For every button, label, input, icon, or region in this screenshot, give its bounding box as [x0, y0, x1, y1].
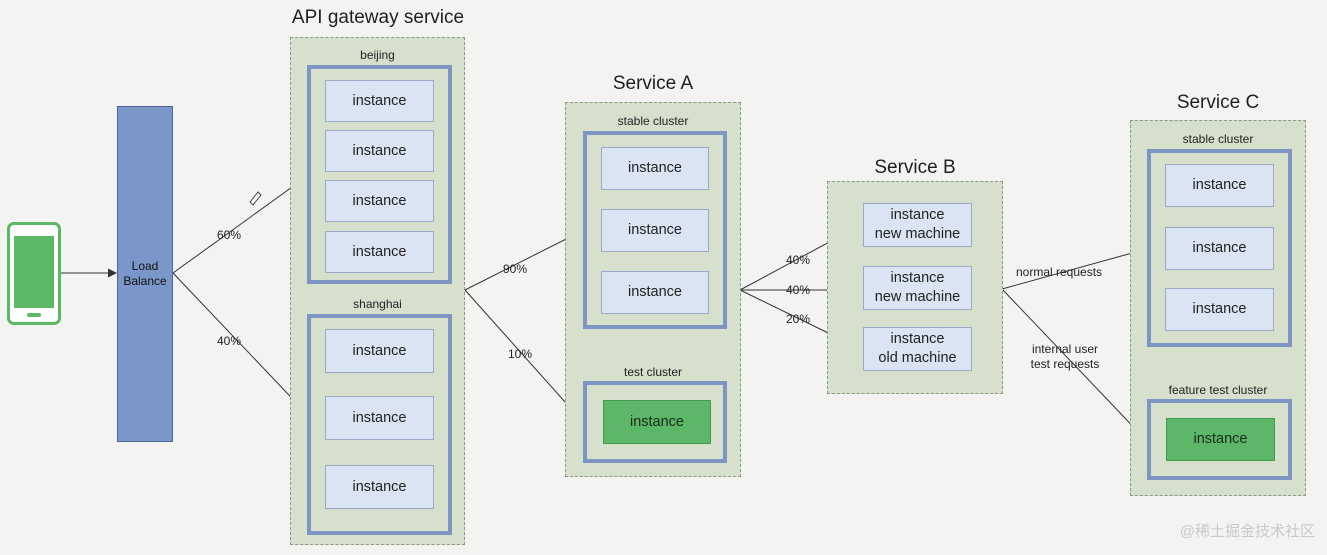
instance-box: instance [325, 130, 434, 172]
watermark: @稀土掘金技术社区 [1179, 523, 1315, 540]
instance-box: instance [601, 147, 709, 190]
instance-new-machine-box: instance new machine [863, 266, 972, 310]
edge-label-gw-a-stable: 90% [503, 262, 528, 276]
instance-line: instance [890, 207, 945, 223]
edge-label-gw-a-test: 10% [508, 347, 533, 361]
instance-box: instance [601, 271, 709, 314]
instance-box: instance [1165, 164, 1274, 207]
edge-label-a-b2: 40% [786, 283, 811, 297]
instance-box: instance [325, 180, 434, 222]
service-a-test-cluster [583, 381, 727, 463]
edge-label-lb-beijing: 60% [217, 228, 242, 242]
service-a: stable cluster instance instance instanc… [565, 102, 741, 477]
instance-box: instance [325, 231, 434, 273]
shanghai-cluster [307, 314, 452, 535]
arrow-gw-to-a-stable [464, 230, 583, 291]
instance-box: instance [1165, 227, 1274, 270]
edge-label-a-b1: 40% [786, 253, 811, 267]
service-a-title: Service A [612, 73, 694, 94]
phone-icon [7, 222, 61, 325]
edge-label-b-c-internal: internal user test requests [1030, 342, 1100, 371]
instance-box: instance [325, 329, 434, 373]
shanghai-label: shanghai [353, 297, 402, 311]
service-a-stable-cluster [583, 131, 727, 329]
instance-box: instance [1165, 288, 1274, 331]
pencil-icon [249, 191, 262, 206]
load-balancer-label: Load Balance [123, 259, 167, 288]
service-c-feature-label: feature test cluster [1168, 383, 1268, 397]
arrow-lb-to-shanghai [172, 272, 307, 414]
service-b-title: Service B [874, 157, 956, 178]
service-c-stable-cluster [1147, 149, 1292, 347]
service-c: stable cluster instance instance instanc… [1130, 120, 1306, 496]
gateway-service: beijing instance instance instance insta… [290, 37, 465, 545]
service-c-feature-cluster [1147, 399, 1292, 480]
instance-box: instance [325, 465, 434, 509]
instance-new-machine-box: instance new machine [863, 203, 972, 247]
service-b: instance new machine instance new machin… [827, 181, 1003, 394]
gateway-title: API gateway service [291, 7, 465, 28]
instance-box: instance [325, 396, 434, 440]
service-c-title: Service C [1176, 92, 1260, 113]
instance-box: instance [325, 80, 434, 122]
arrow-b-to-c-feature [1001, 288, 1144, 438]
edge-label-b-c-normal: normal requests [1016, 265, 1103, 279]
test-instance-box: instance [603, 400, 711, 444]
instance-box: instance [601, 209, 709, 252]
arrow-gw-to-a-test [464, 289, 583, 422]
service-c-stable-label: stable cluster [1182, 132, 1254, 146]
arrow-lb-to-beijing [172, 176, 307, 274]
load-balancer: Load Balance [117, 106, 173, 442]
instance-old-machine-box: instance old machine [863, 327, 972, 371]
instance-line: instance [890, 331, 945, 347]
service-a-stable-label: stable cluster [617, 114, 689, 128]
beijing-cluster [307, 65, 452, 284]
instance-line: instance [890, 270, 945, 286]
machine-line: new machine [874, 289, 961, 305]
machine-line: new machine [874, 226, 961, 242]
arrow-b-to-c-stable [1001, 247, 1144, 290]
machine-line: old machine [878, 350, 957, 366]
edge-label-lb-shanghai: 40% [217, 334, 242, 348]
beijing-label: beijing [360, 48, 395, 62]
service-a-test-label: test cluster [623, 365, 683, 379]
feature-instance-box: instance [1166, 418, 1275, 461]
edge-label-a-b3: 20% [786, 312, 811, 326]
